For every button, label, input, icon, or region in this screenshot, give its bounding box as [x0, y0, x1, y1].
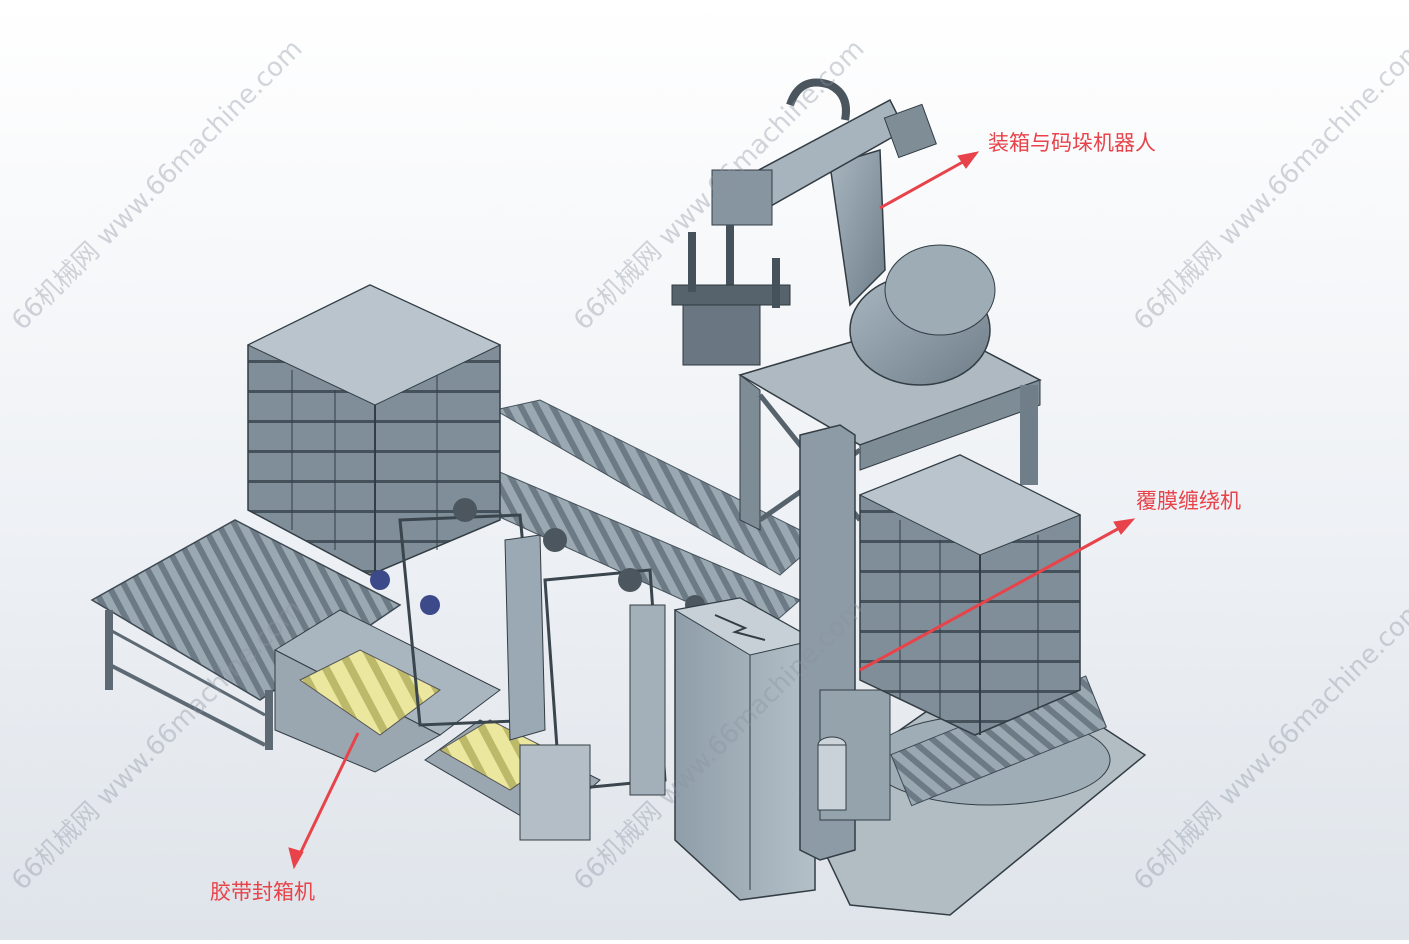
label-stretch-wrapper: 覆膜缠绕机: [1136, 489, 1241, 513]
label-palletizing-robot: 装箱与码垛机器人: [988, 131, 1156, 155]
control-cabinet: [673, 597, 817, 901]
annotation-arrows: [288, 151, 1136, 870]
palletizing-robot: [671, 78, 996, 386]
carton-sealer: [273, 498, 705, 841]
arrow-robot: [879, 156, 971, 210]
stretch-wrapper: [799, 424, 1147, 916]
label-carton-sealer: 胶带封箱机: [210, 880, 315, 904]
crate-stack-left: [246, 284, 502, 576]
arrow-wrapper: [859, 523, 1126, 672]
crate-stack-right: [858, 454, 1082, 736]
arrow-sealer: [296, 732, 360, 859]
